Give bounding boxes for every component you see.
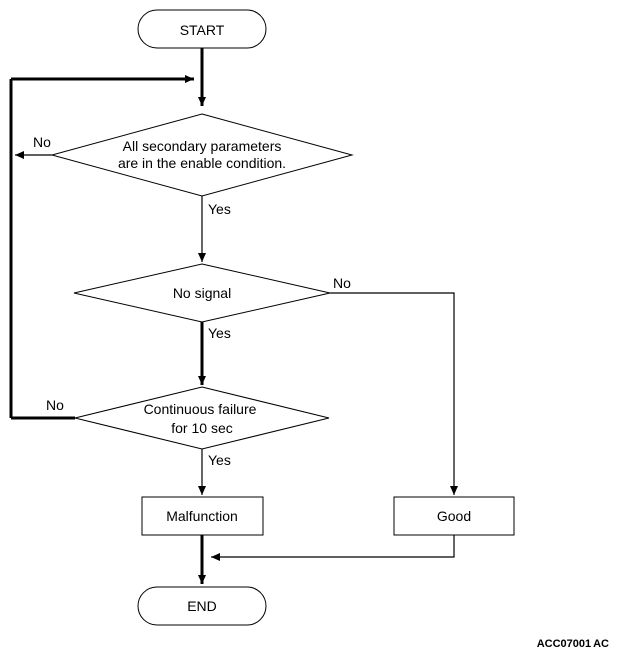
params-no-label: No bbox=[33, 134, 51, 150]
figure-code-suffix: AC bbox=[593, 638, 609, 650]
figure-code-id: ACC07001 bbox=[537, 638, 591, 650]
good-label: Good bbox=[437, 508, 471, 524]
continuous-failure-decision bbox=[74, 386, 330, 450]
connector-signal-no bbox=[330, 292, 458, 495]
params-yes-label: Yes bbox=[208, 201, 231, 217]
signal-yes-label: Yes bbox=[208, 325, 231, 341]
end-label: END bbox=[187, 598, 217, 614]
malfunction-label: Malfunction bbox=[166, 508, 238, 524]
no-signal-label: No signal bbox=[173, 285, 231, 301]
malfunction-box bbox=[141, 496, 264, 536]
connector-good-to-end bbox=[211, 535, 455, 561]
continuous-yes-label: Yes bbox=[208, 452, 231, 468]
end-terminal bbox=[137, 586, 267, 626]
good-box bbox=[393, 496, 515, 536]
continuous-failure-line1: Continuous failure bbox=[144, 401, 257, 417]
continuous-failure-line2: for 10 sec bbox=[171, 420, 232, 436]
params-decision-line2: are in the enable condition. bbox=[118, 155, 286, 171]
continuous-no-label: No bbox=[46, 397, 64, 413]
params-decision-line1: All secondary parameters bbox=[123, 138, 282, 154]
signal-no-label: No bbox=[333, 275, 351, 291]
start-label: START bbox=[180, 22, 225, 38]
